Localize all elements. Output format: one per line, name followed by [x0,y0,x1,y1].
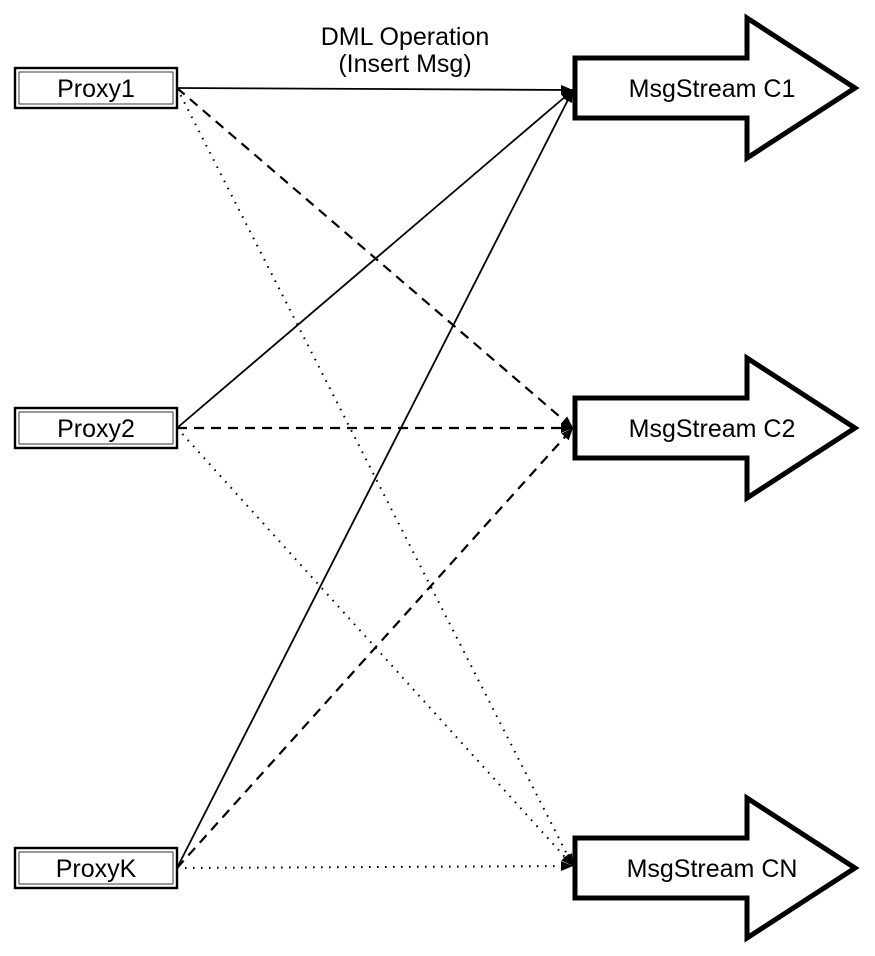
dml-operation-line1: DML Operation [321,23,490,51]
node-msgstream-cn: MsgStream CN [572,793,860,943]
msgstream-c1-label: MsgStream C1 [629,75,796,103]
edge-proxy2-c1-solid [176,89,574,429]
node-proxy1: Proxy1 [13,66,179,110]
edge-proxy1-cn-dotted [176,87,574,867]
proxyk-box [13,846,179,890]
edge-proxy1-c1-solid [176,84,574,95]
dml-operation-line2: (Insert Msg) [338,50,471,78]
proxy2-box-inner [18,411,174,445]
edge-proxyk-cn-dotted [176,861,574,872]
edge-proxyk-c1-solid [176,89,574,869]
msgstream-c2-label: MsgStream C2 [629,415,796,443]
msgstream-c2-arrow-shape [572,353,860,503]
proxy1-box-inner [18,71,174,105]
proxy2-label: Proxy2 [57,415,135,443]
edges-layer [176,84,574,872]
node-proxy2: Proxy2 [13,406,179,450]
edge-proxyk-c2-dashed [176,427,574,869]
msgstream-cn-label: MsgStream CN [627,855,798,883]
dml-operation-annotation: DML Operation (Insert Msg) [321,23,490,78]
proxyk-label: ProxyK [56,855,137,883]
node-msgstream-c1: MsgStream C1 [572,13,860,163]
proxy1-box [13,66,179,110]
node-proxyk: ProxyK [13,846,179,890]
proxyk-box-inner [18,851,174,885]
node-msgstream-c2: MsgStream C2 [572,353,860,503]
msgstream-c1-arrow-shape [572,13,860,163]
msgstream-cn-arrow-shape [572,793,860,943]
proxy1-label: Proxy1 [57,75,135,103]
proxy2-box [13,406,179,450]
